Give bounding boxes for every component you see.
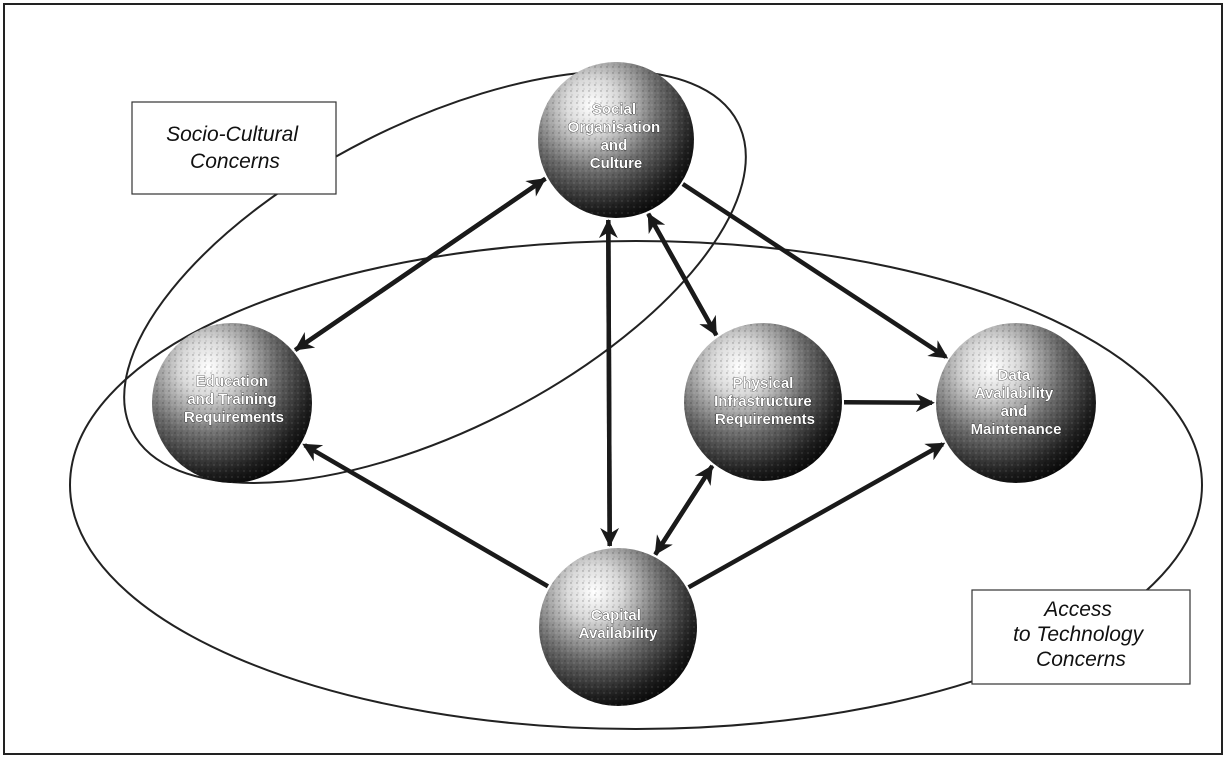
- access-technology-ellipse: [69, 240, 1203, 730]
- arrow-social-to-data: [681, 182, 949, 359]
- node-capital-availability: Capital Availability: [539, 548, 697, 706]
- node-social-line-2: Organisation: [568, 119, 661, 136]
- node-physical-line-2: Infrastructure: [714, 393, 812, 410]
- access-technology-label-line-3: Concerns: [1036, 648, 1126, 671]
- arrow-physical-to-capital: [654, 464, 715, 556]
- node-education-training: Education and Training Requirements: [152, 323, 312, 483]
- access-technology-label: Access to Technology Concerns: [1013, 598, 1149, 671]
- access-technology-label-line-1: Access: [1042, 598, 1112, 621]
- node-data-label: Data Availability and Maintenance: [971, 367, 1062, 438]
- socio-cultural-callout: Socio-Cultural Concerns: [131, 101, 337, 195]
- socio-cultural-ellipse: [123, 70, 747, 484]
- access-technology-callout: Access to Technology Concerns: [971, 589, 1191, 685]
- arrow-social-to-education: [294, 176, 547, 351]
- node-social-label: Social Organisation and Culture: [568, 101, 665, 172]
- socio-cultural-label: Socio-Cultural Concerns: [166, 123, 304, 173]
- node-social-line-1: Social: [592, 101, 636, 118]
- node-social-line-3: and: [601, 137, 628, 154]
- access-technology-label-line-2: to Technology: [1013, 623, 1144, 646]
- node-education-line-1: Education: [196, 373, 269, 390]
- node-capital-line-2: Availability: [579, 625, 658, 642]
- node-social-line-4: Culture: [590, 155, 643, 172]
- node-data-line-1: Data: [998, 367, 1031, 384]
- node-education-line-2: and Training: [187, 391, 276, 408]
- node-physical-line-1: Physical: [732, 375, 793, 392]
- node-social-organisation: Social Organisation and Culture: [538, 62, 694, 218]
- arrow-capital-to-data: [687, 442, 946, 590]
- node-education-label: Education and Training Requirements: [184, 373, 284, 426]
- socio-cultural-label-line-2: Concerns: [190, 150, 280, 173]
- node-physical-label: Physical Infrastructure Requirements: [714, 375, 816, 428]
- diagram-frame: [3, 3, 1223, 755]
- arrow-capital-to-social: [598, 219, 618, 547]
- node-capital-line-1: Capital: [591, 607, 641, 624]
- node-data-line-2: Availability: [975, 385, 1054, 402]
- node-capital-label: Capital Availability: [579, 607, 658, 642]
- arrow-physical-to-social: [647, 212, 719, 337]
- node-physical-line-3: Requirements: [715, 411, 815, 428]
- node-data-line-3: and: [1001, 403, 1028, 420]
- node-physical-infrastructure: Physical Infrastructure Requirements: [684, 323, 842, 481]
- arrow-capital-to-education: [302, 443, 550, 589]
- socio-cultural-label-line-1: Socio-Cultural: [166, 123, 299, 146]
- node-data-line-4: Maintenance: [971, 421, 1062, 438]
- node-education-line-3: Requirements: [184, 409, 284, 426]
- edges-layer: [293, 176, 949, 590]
- node-data-availability: Data Availability and Maintenance: [936, 323, 1096, 483]
